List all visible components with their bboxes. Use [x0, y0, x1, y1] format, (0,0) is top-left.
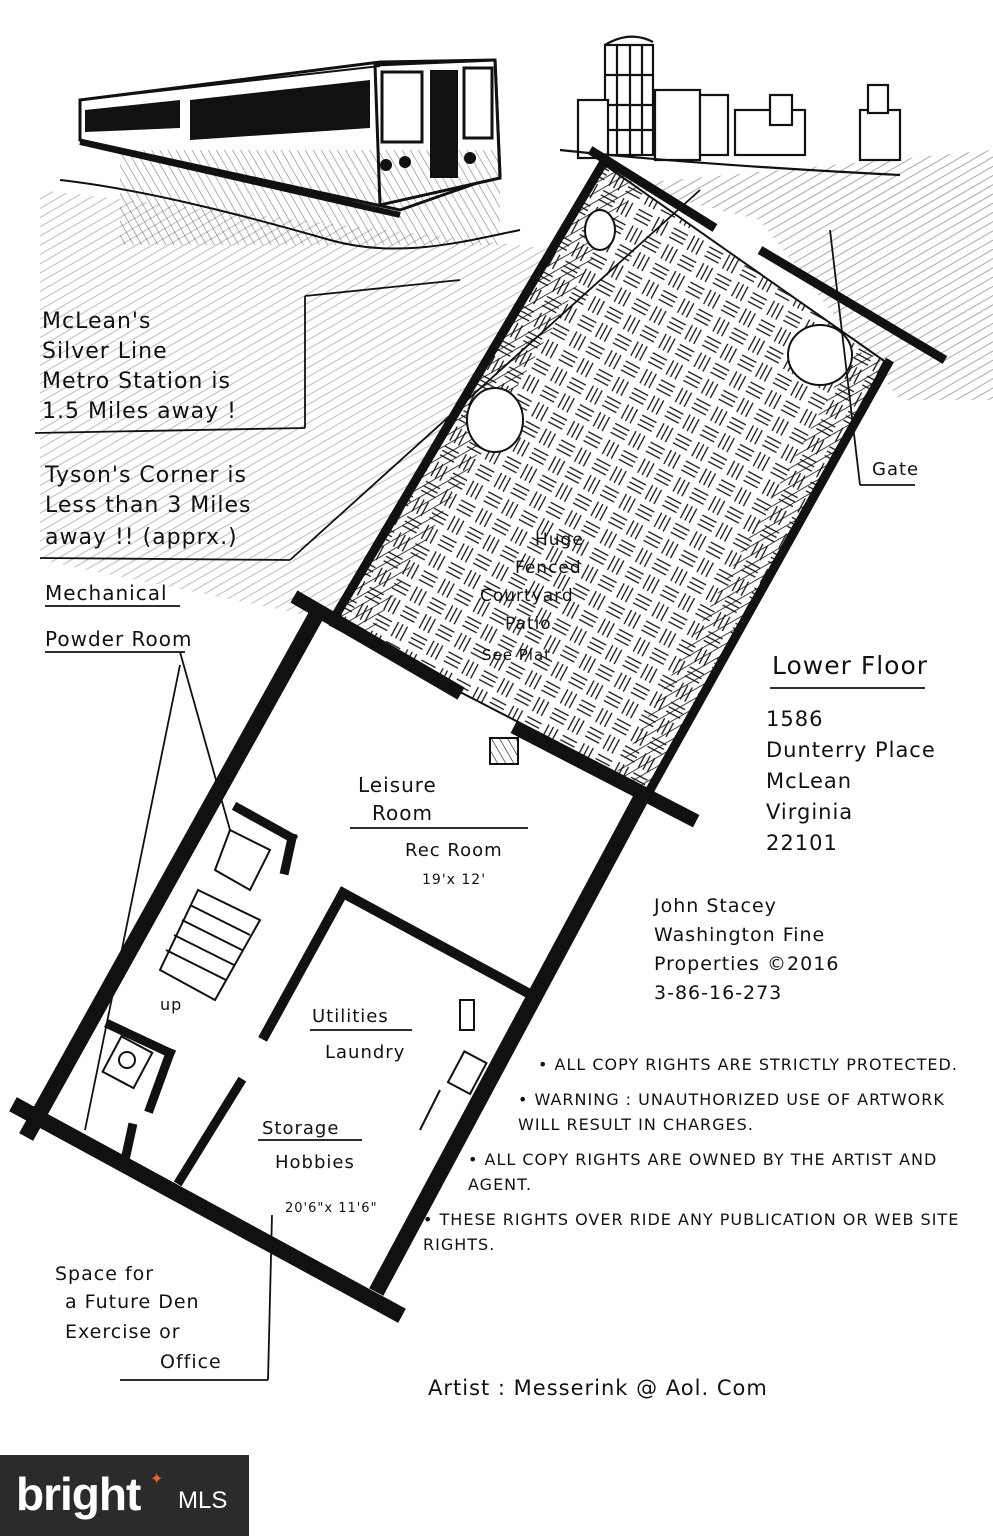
- future-den-line-1: Space for: [55, 1263, 154, 1285]
- metro-label-line-2: Silver Line: [42, 339, 168, 364]
- rec-room-label: Rec Room: [405, 840, 503, 861]
- skyline-illustration: [559, 35, 902, 177]
- future-den-line-3: Exercise or: [65, 1321, 181, 1343]
- tysons-label-line-1: Tyson's Corner is: [44, 463, 247, 488]
- logo-suffix-text: MLS: [178, 1487, 228, 1514]
- address-line-4: Virginia: [766, 800, 854, 824]
- tysons-label-line-3: away !! (apprx.): [45, 525, 238, 550]
- rec-room-dimensions: 19'x 12': [422, 872, 486, 888]
- leisure-label: Leisure: [358, 773, 437, 797]
- address-line-3: McLean: [766, 769, 853, 793]
- courtyard-label-line-4: Patio: [505, 614, 552, 634]
- mechanical-label: Mechanical: [45, 581, 168, 605]
- lower-floor-walls: [9, 590, 700, 1323]
- utilities-label: Utilities: [312, 1006, 389, 1027]
- metro-label-line-1: McLean's: [42, 309, 151, 334]
- logo-spark-icon: ✦: [150, 1471, 164, 1488]
- courtyard-label-line-1: Huge: [535, 530, 584, 550]
- address-block: 1586 Dunterry Place McLean Virginia 2210…: [766, 704, 936, 859]
- agent-block: John Stacey Washington Fine Properties ©…: [654, 892, 839, 1008]
- gate-label: Gate: [872, 459, 919, 480]
- notice-3: • All copy rights are owned by the artis…: [468, 1150, 938, 1194]
- metro-label-line-3: Metro Station is: [42, 369, 231, 394]
- future-den-line-2: a Future Den: [65, 1291, 200, 1313]
- lower-floor-title: Lower Floor: [772, 651, 929, 680]
- address-line-1: 1586: [766, 707, 824, 731]
- agent-company-1: Washington Fine: [654, 924, 826, 946]
- hobbies-label: Hobbies: [275, 1152, 355, 1173]
- powder-room-label: Powder Room: [45, 627, 192, 651]
- bright-mls-logo: bright ✦ MLS: [0, 1455, 249, 1536]
- laundry-label: Laundry: [325, 1042, 405, 1063]
- stairs-up-label: up: [160, 995, 182, 1014]
- address-line-5: 22101: [766, 831, 838, 855]
- storage-dimensions: 20'6"x 11'6": [285, 1201, 378, 1216]
- stairs-and-fixtures: [101, 737, 519, 1131]
- annotation-text-group: McLean's Silver Line Metro Station is 1.…: [42, 309, 919, 1373]
- agent-reference: 3-86-16-273: [654, 982, 783, 1004]
- logo-brand-text: bright: [16, 1468, 141, 1520]
- courtyard-label-line-2: Fenced: [515, 558, 582, 578]
- notice-2: • Warning : Unauthorized use of artwork …: [518, 1090, 945, 1134]
- see-plat-label: See Plat: [482, 646, 551, 664]
- annotation-leader-lines: [34, 189, 925, 1381]
- courtyard-label-line-3: Courtyard: [480, 586, 574, 606]
- storage-label: Storage: [262, 1118, 339, 1139]
- metro-label-line-4: 1.5 Miles away !: [42, 399, 237, 424]
- room-label: Room: [372, 801, 433, 825]
- courtyard-patio: [326, 146, 948, 793]
- notice-4: • These rights over ride any publication…: [423, 1210, 960, 1254]
- agent-company-2: Properties ©2016: [654, 953, 840, 975]
- address-line-2: Dunterry Place: [766, 738, 936, 762]
- notice-1: • All copy rights are strictly protected…: [538, 1055, 958, 1074]
- artist-credit: Artist : Messerink @ Aol. Com: [428, 1376, 768, 1400]
- future-den-line-4: Office: [160, 1351, 222, 1373]
- tysons-label-line-2: Less than 3 Miles: [45, 493, 252, 518]
- agent-name: John Stacey: [654, 895, 777, 917]
- copyright-notices: • All copy rights are strictly protected…: [423, 1052, 963, 1257]
